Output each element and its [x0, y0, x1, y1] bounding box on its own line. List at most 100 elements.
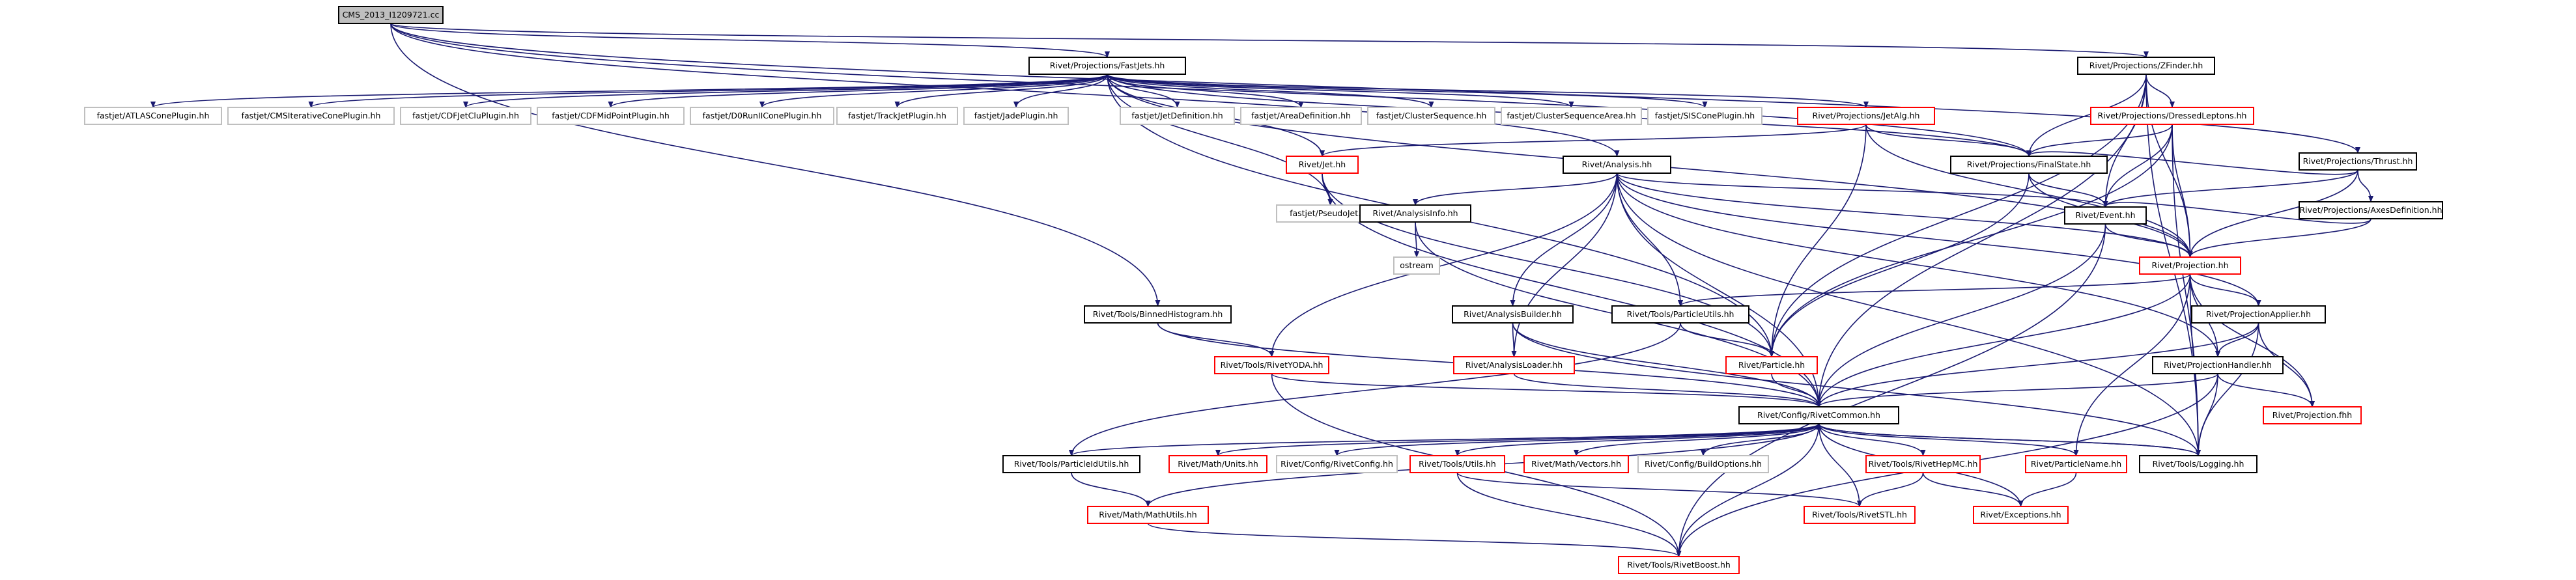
- node-label: fastjet/ClusterSequenceArea.hh: [1507, 111, 1635, 120]
- edge-fastjets-to-siscone: [1107, 74, 1708, 108]
- node-utils[interactable]: Rivet/Tools/Utils.hh: [1409, 455, 1505, 473]
- edge-projection-to-particleutils: [1678, 273, 2191, 307]
- node-label: fastjet/JadePlugin.hh: [974, 111, 1058, 120]
- node-label: Rivet/Exceptions.hh: [1980, 510, 2061, 519]
- edge-zfinder-to-particle: [1769, 74, 2147, 357]
- edge-projection-to-projapplier: [2189, 273, 2261, 307]
- node-siscone: fastjet/SISConePlugin.hh: [1647, 107, 1762, 125]
- node-analysisinfo[interactable]: Rivet/AnalysisInfo.hh: [1359, 204, 1471, 223]
- node-axesdef[interactable]: Rivet/Projections/AxesDefinition.hh: [2299, 201, 2443, 219]
- node-box: [537, 107, 685, 125]
- node-analysis[interactable]: Rivet/Analysis.hh: [1563, 156, 1671, 174]
- edge-rivetcommon-to-particlename: [1818, 423, 2079, 456]
- node-exceptions[interactable]: Rivet/Exceptions.hh: [1973, 506, 2069, 524]
- node-particlename[interactable]: Rivet/ParticleName.hh: [2025, 455, 2127, 473]
- edge-analysisbuilder-to-analysisloader: [1511, 322, 1517, 357]
- node-label: Rivet/Config/BuildOptions.hh: [1645, 459, 1762, 469]
- node-jet[interactable]: Rivet/Jet.hh: [1286, 156, 1359, 174]
- edge-jet-to-particle: [1322, 173, 1774, 357]
- node-rivetyoda[interactable]: Rivet/Tools/RivetYODA.hh: [1214, 356, 1329, 374]
- edge-rivetcommon-to-rivetconfig: [1334, 423, 1820, 456]
- node-particle[interactable]: Rivet/Particle.hh: [1725, 356, 1818, 374]
- node-fastjets[interactable]: Rivet/Projections/FastJets.hh: [1028, 57, 1186, 75]
- node-jade: fastjet/JadePlugin.hh: [963, 107, 1069, 125]
- node-box: [1611, 305, 1749, 324]
- node-projhandler[interactable]: Rivet/ProjectionHandler.hh: [2152, 356, 2284, 374]
- edge-thrust-to-finalstate: [2026, 150, 2358, 175]
- node-box: [2025, 455, 2127, 473]
- node-label: fastjet/AreaDefinition.hh: [1251, 111, 1351, 120]
- edge-jetalg-to-particle: [1769, 124, 1867, 357]
- edge-dressed-to-particle: [1769, 124, 2173, 357]
- node-mathutils[interactable]: Rivet/Math/MathUtils.hh: [1087, 506, 1209, 524]
- node-hepmc[interactable]: Rivet/Tools/RivetHepMC.hh: [1865, 455, 1981, 473]
- edge-projhandler-to-rivetcommon: [1816, 373, 2218, 407]
- node-label: Rivet/Projections/FastJets.hh: [1050, 61, 1165, 70]
- node-projection[interactable]: Rivet/Projection.hh: [2139, 256, 2241, 275]
- node-jetalg[interactable]: Rivet/Projections/JetAlg.hh: [1797, 107, 1935, 125]
- node-clusterseq: fastjet/ClusterSequence.hh: [1367, 107, 1495, 125]
- node-label: Rivet/Projections/Thrust.hh: [2303, 156, 2413, 166]
- node-finalstate[interactable]: Rivet/Projections/FinalState.hh: [1950, 156, 2108, 174]
- node-analysisloader[interactable]: Rivet/AnalysisLoader.hh: [1453, 356, 1575, 374]
- node-box: [1453, 356, 1575, 374]
- node-label: CMS_2013_I1209721.cc: [343, 10, 440, 20]
- node-rivetcommon[interactable]: Rivet/Config/RivetCommon.hh: [1738, 406, 1899, 424]
- node-root[interactable]: CMS_2013_I1209721.cc: [338, 6, 444, 24]
- edge-analysis-to-analysisloader: [1511, 173, 1618, 357]
- node-rivetboost[interactable]: Rivet/Tools/RivetBoost.hh: [1618, 556, 1740, 574]
- node-label: Rivet/ProjectionApplier.hh: [2206, 309, 2311, 319]
- node-label: Rivet/Analysis.hh: [1582, 159, 1652, 169]
- node-label: fastjet/ClusterSequence.hh: [1376, 111, 1487, 120]
- node-rivetconfig: Rivet/Config/RivetConfig.hh: [1276, 455, 1398, 473]
- node-box: [1084, 305, 1232, 324]
- edge-analysis-to-analysisbuilder: [1510, 173, 1618, 307]
- node-box: [1950, 156, 2108, 174]
- node-box: [836, 107, 958, 125]
- edge-fastjets-to-jetalg: [1107, 74, 1869, 108]
- node-label: Rivet/Particle.hh: [1738, 360, 1805, 370]
- node-label: fastjet/TrackJetPlugin.hh: [848, 111, 946, 120]
- node-rivetstl[interactable]: Rivet/Tools/RivetSTL.hh: [1804, 506, 1916, 524]
- node-box: [1501, 107, 1642, 125]
- node-box: [2064, 206, 2147, 225]
- node-vectors[interactable]: Rivet/Math/Vectors.hh: [1523, 455, 1629, 473]
- edge-dressed-to-logging: [2172, 124, 2201, 456]
- edge-rivetcommon-to-utils: [1454, 423, 1820, 456]
- edge-thrust-to-event: [2102, 169, 2358, 208]
- edge-axesdef-to-event: [2102, 200, 2371, 224]
- node-label: Rivet/Tools/RivetHepMC.hh: [1869, 459, 1978, 469]
- node-label: Rivet/Tools/RivetSTL.hh: [1812, 510, 1907, 519]
- edge-hepmc-to-rivetstl: [1857, 472, 1924, 507]
- node-box: [2139, 256, 2241, 275]
- edge-fastjets-to-d0run: [759, 74, 1108, 108]
- node-logging[interactable]: Rivet/Tools/Logging.hh: [2139, 455, 2258, 473]
- node-particleutils[interactable]: Rivet/Tools/ParticleUtils.hh: [1611, 305, 1749, 324]
- edge-projapplier-to-logging: [2196, 322, 2259, 456]
- node-event[interactable]: Rivet/Event.hh: [2064, 206, 2147, 225]
- node-dressed[interactable]: Rivet/Projections/DressedLeptons.hh: [2090, 107, 2254, 125]
- edge-analysisloader-to-rivetcommon: [1513, 373, 1822, 407]
- node-box: [1797, 107, 1935, 125]
- edges-layer: [150, 23, 2373, 557]
- node-box: [1028, 57, 1186, 75]
- node-label: Rivet/Projections/JetAlg.hh: [1813, 111, 1920, 120]
- node-thrust[interactable]: Rivet/Projections/Thrust.hh: [2299, 152, 2417, 171]
- node-units[interactable]: Rivet/Math/Units.hh: [1168, 455, 1267, 473]
- node-label: Rivet/Projection.fhh: [2272, 410, 2352, 420]
- edge-projapplier-to-projhandler: [2215, 322, 2259, 357]
- node-box: [1120, 107, 1235, 125]
- node-binned[interactable]: Rivet/Tools/BinnedHistogram.hh: [1084, 305, 1232, 324]
- edge-analysisbuilder-to-logging: [1512, 322, 2201, 456]
- node-box: [2152, 356, 2284, 374]
- node-projapplier[interactable]: Rivet/ProjectionApplier.hh: [2191, 305, 2326, 324]
- node-label: Rivet/Tools/ParticleIdUtils.hh: [1014, 459, 1129, 469]
- node-zfinder[interactable]: Rivet/Projections/ZFinder.hh: [2077, 57, 2215, 75]
- node-box: [1168, 455, 1267, 473]
- node-box: [2077, 57, 2215, 75]
- node-analysisbuilder[interactable]: Rivet/AnalysisBuilder.hh: [1452, 305, 1574, 324]
- edge-event-to-projection: [2104, 223, 2193, 258]
- node-particleidutils[interactable]: Rivet/Tools/ParticleIdUtils.hh: [1002, 455, 1140, 473]
- node-projfhh[interactable]: Rivet/Projection.fhh: [2263, 406, 2362, 424]
- edge-rivetcommon-to-rivetstl: [1818, 423, 1862, 507]
